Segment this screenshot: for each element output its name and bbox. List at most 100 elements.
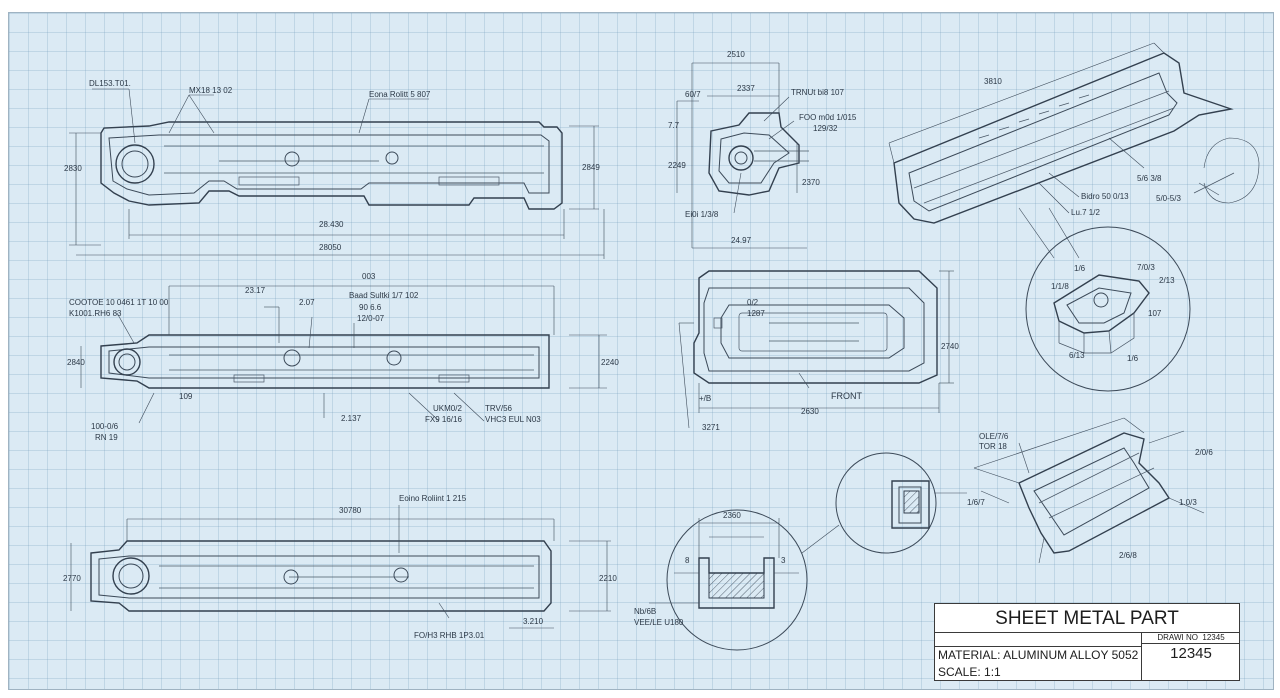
dim-label: +/B — [699, 394, 711, 403]
view-iso-bottom: OLE/7/6 TOR 18 2/0/6 1.0/3 2/6/8 1/6/7 — [967, 417, 1213, 564]
section-profile — [698, 557, 775, 609]
detail-label: 2/13 — [1159, 276, 1175, 285]
title-block-cell — [935, 633, 1141, 647]
note-label: Ei0i 1/3/8 — [685, 210, 719, 219]
dim-label: 28.430 — [319, 220, 344, 229]
note-label: 90 6.6 — [359, 303, 382, 312]
dim-label: 28050 — [319, 243, 342, 252]
view-bottom-left: 30780 Eoino Roliint 1 215 2770 2210 3.21… — [63, 494, 617, 640]
dim-label: 2370 — [802, 178, 820, 187]
detail-label: 6/13 — [1069, 351, 1085, 360]
drawing-title: SHEET METAL PART — [935, 604, 1239, 633]
note-label: MX18 13 02 — [189, 86, 233, 95]
dim-label: 2/6/8 — [1119, 551, 1137, 560]
material-label: MATERIAL: ALUMINUM ALLOY 5052 — [938, 648, 1139, 662]
note-label: TRNUt bi8 107 — [791, 88, 844, 97]
note-label: K1001.RH6 83 — [69, 309, 122, 318]
note-label: VHC3 EUL N03 — [485, 415, 541, 424]
view-iso-top: 3810 5/6 3/8 Bidro 50 0/13 5/0-5/3 Lu.7 … — [888, 42, 1260, 259]
note-label: VEE/LE U180 — [634, 618, 684, 627]
detail-circle-right: 1/6 7/0/3 2/13 1/1/8 107 6/13 1/6 — [1025, 226, 1191, 392]
note-label: COOTOE 10 0461 1T 10 00 — [69, 298, 169, 307]
note-label: TOR 18 — [979, 442, 1007, 451]
dim-label: 2840 — [67, 358, 85, 367]
dim-label: 2210 — [599, 574, 617, 583]
dim-label: 2849 — [582, 163, 600, 172]
front-label: FRONT — [831, 391, 862, 401]
view-mid-left: 003 COOTOE 10 0461 1T 10 00 K1001.RH6 83… — [67, 272, 619, 442]
detail-label: 1/6 — [1074, 264, 1086, 273]
part-outline — [708, 112, 800, 196]
detail-label: 1/6 — [1127, 354, 1139, 363]
hole-small — [386, 350, 402, 366]
dim-label: 3810 — [984, 77, 1002, 86]
hole-small — [283, 569, 299, 585]
dim-label: 2360 — [723, 511, 741, 520]
note-label: 5/6 3/8 — [1137, 174, 1162, 183]
dim-label: 2240 — [601, 358, 619, 367]
detail-label: 1/1/8 — [1051, 282, 1069, 291]
title-block: SHEET METAL PART MATERIAL: ALUMINUM ALLO… — [934, 603, 1240, 681]
note-label: Nb/6B — [634, 607, 656, 616]
dim-label: 2740 — [941, 342, 959, 351]
dim-label: 30780 — [339, 506, 362, 515]
dim-label: 3.210 — [523, 617, 544, 626]
dim-label: 60/7 — [685, 90, 701, 99]
dim-label: 109 — [179, 392, 193, 401]
hole-small — [284, 151, 300, 167]
note-label: FX9 16/16 — [425, 415, 462, 424]
note-label: Bidro 50 0/13 — [1081, 192, 1129, 201]
note-label: DL153.T01. — [89, 79, 131, 88]
hole-large — [115, 144, 155, 184]
dim-label: 3 — [781, 556, 786, 565]
detail-label: 7/0/3 — [1137, 263, 1155, 272]
note-label: 129/32 — [813, 124, 838, 133]
dim-label: 24.97 — [731, 236, 752, 245]
note-label: Eona Rolitt 5 807 — [369, 90, 431, 99]
drawing-number: 12345 — [1170, 645, 1212, 662]
scale-label: SCALE: 1:1 — [938, 665, 1001, 679]
detail-label: 107 — [1148, 309, 1162, 318]
note-label: Eoino Roliint 1 215 — [399, 494, 467, 503]
dim-label: 2770 — [63, 574, 81, 583]
part-outline — [90, 540, 552, 612]
part-outline — [100, 334, 550, 389]
dim-label: 2510 — [727, 50, 745, 59]
note-label: FO/H3 RHB 1P3.01 — [414, 631, 485, 640]
part-outline — [100, 121, 563, 210]
dim-label: 7.7 — [668, 121, 680, 130]
hole-small — [283, 349, 301, 367]
note-label: OLE/7/6 — [979, 432, 1009, 441]
dim-label: 3271 — [702, 423, 720, 432]
dim-label: 003 — [362, 272, 376, 281]
hole-small — [393, 567, 409, 583]
part-outline — [693, 270, 938, 384]
drawing-number-label: DRAWI NO 12345 — [1142, 633, 1240, 644]
dim-label: 2249 — [668, 161, 686, 170]
dim-label: 1/6/7 — [967, 498, 985, 507]
dim-label: 2337 — [737, 84, 755, 93]
dim-label: 8 — [685, 556, 690, 565]
dim-label: 23.17 — [245, 286, 266, 295]
view-front: 0/2 1287 2740 FRONT +/B 2630 3271 — [678, 270, 959, 432]
dim-label: 2.137 — [341, 414, 362, 423]
dim-label: 1.0/3 — [1179, 498, 1197, 507]
note-label: UKM0/2 — [433, 404, 462, 413]
drawing-number-cell: DRAWI NO 12345 12345 — [1141, 633, 1240, 680]
note-label: Lu.7 1/2 — [1071, 208, 1100, 217]
view-top-left: DL153.T01. MX18 13 02 Eona Rolitt 5 807 … — [64, 79, 605, 259]
detail-circle-bottom: 2360 8 3 Nb/6B VEE/LE U180 — [634, 452, 967, 651]
hole-large — [112, 557, 150, 595]
dim-label: 2830 — [64, 164, 82, 173]
part-outline — [1018, 432, 1171, 554]
dim-label: 2630 — [801, 407, 819, 416]
note-label: FOO m0d 1/015 — [799, 113, 857, 122]
hole-large — [113, 348, 141, 376]
part-outline — [893, 52, 1234, 224]
dim-label: 2/0/6 — [1195, 448, 1213, 457]
hole-small — [385, 151, 399, 165]
note-label: 100-0/6 — [91, 422, 119, 431]
dim-label: 0/2 — [747, 298, 759, 307]
note-label: RN 19 — [95, 433, 118, 442]
note-label: Baad Sultki 1/7 102 — [349, 291, 419, 300]
